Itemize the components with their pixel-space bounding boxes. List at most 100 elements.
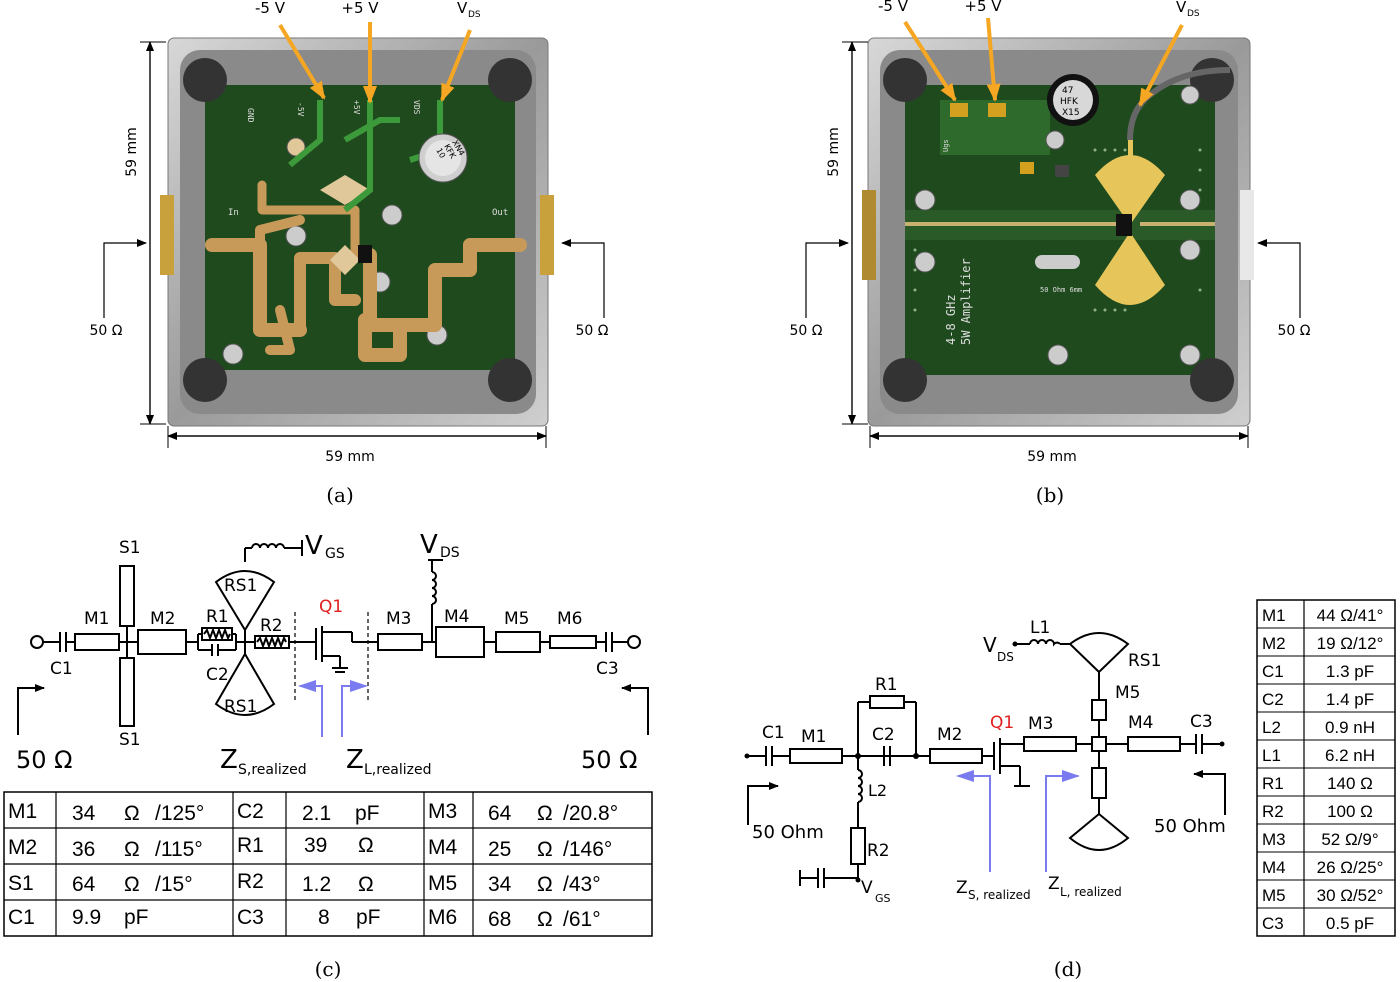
table-c-row: M2 36 Ω /115° R1 39 Ω M4 25 Ω /146° (8, 834, 612, 861)
line-m3-c (377, 633, 423, 651)
label-r2-d: R2 (867, 841, 890, 861)
arrow-m5v-a (278, 23, 326, 100)
svg-text:/61°: /61° (563, 908, 601, 931)
svg-text:M2: M2 (8, 836, 37, 859)
resistor-r1-d (869, 695, 905, 709)
label-m4-d: M4 (1128, 713, 1153, 733)
label-zs-z-d: Z (956, 878, 968, 898)
port-right-c: 50 Ω (581, 746, 638, 774)
arrow-vds-a (440, 29, 472, 102)
height-label-a: 59 mm (124, 127, 140, 177)
label-m2-d: M2 (937, 725, 962, 745)
label-l2-d: L2 (868, 781, 887, 800)
label-m4-c: M4 (444, 607, 469, 627)
table-d-cell: 52 Ω/9° (1321, 830, 1378, 849)
table-d-cell: 30 Ω/52° (1317, 886, 1384, 905)
svg-text:/115°: /115° (155, 838, 203, 861)
svg-text:Ω: Ω (537, 873, 553, 896)
svg-text:64: 64 (72, 873, 96, 896)
table-d-cell: 140 Ω (1327, 774, 1373, 793)
label-m5-c: M5 (504, 609, 529, 629)
line-m1-c (74, 633, 120, 651)
caption-c: (c) (315, 957, 342, 981)
table-d-cell: 100 Ω (1327, 802, 1373, 821)
electrolytic-cap-b: 47 HFK X15 (1047, 74, 1099, 126)
label-r1-c: R1 (206, 607, 229, 627)
label-rs1-bot-c: RS1 (224, 697, 257, 717)
table-d-cell: R1 (1262, 774, 1284, 793)
port-terminal-left-c (30, 635, 44, 649)
label-m5v-a: -5 V (255, 0, 286, 17)
inductor-l2-d (857, 769, 863, 803)
table-d-cell: 19 Ω/12° (1317, 634, 1384, 653)
svg-text:Ω: Ω (537, 838, 553, 861)
label-gs-d: GS (875, 892, 891, 905)
label-s1-top-c: S1 (119, 538, 141, 558)
resistor-r2-d (850, 827, 866, 865)
cap-marking-b2: HFK (1060, 97, 1079, 107)
stub-s1-top-c (119, 565, 135, 627)
pcb-label-in: In (228, 208, 239, 218)
board-ugs: Ugs (942, 139, 950, 152)
cap-marking-b3: X15 (1062, 108, 1080, 118)
inductor-vds-c (431, 571, 437, 605)
table-d-cell: M3 (1262, 830, 1286, 849)
traces-a (205, 180, 527, 362)
cap-marking-b1: 47 (1062, 86, 1073, 96)
panel-d-schematic: Q1 V DS L1 RS1 R1 (744, 599, 1396, 981)
port-left-c: 50 Ω (16, 746, 73, 774)
label-zs-sub-d: S, realized (968, 888, 1031, 902)
label-m1-d: M1 (801, 727, 826, 747)
label-ds-a: DS (468, 10, 481, 20)
line-m1-d (789, 748, 843, 764)
label-m2-c: M2 (150, 609, 175, 629)
label-r1-d: R1 (875, 675, 898, 695)
label-rs1-top-c: RS1 (224, 576, 257, 596)
label-m5-d: M5 (1115, 683, 1140, 703)
radial-stub-rs1-d (1068, 632, 1130, 674)
table-d-cell: L2 (1262, 718, 1281, 737)
table-c: M1 34 Ω /125° C2 2.1 pF M3 64 Ω /20.8° M… (3, 791, 653, 937)
label-zl-sub-d: L, realized (1060, 885, 1122, 899)
table-d-cell: 6.2 nH (1325, 746, 1375, 765)
panel-b: 47 HFK X15 4-8 GHz 5W Amplifier 50 Ohm 6… (790, 0, 1311, 507)
svg-text:1.2: 1.2 (302, 873, 331, 896)
port-right-d: 50 Ohm (1154, 816, 1226, 837)
line-stub-bot-d (1091, 767, 1107, 799)
port-right-a: 50 Ω (576, 323, 609, 339)
radial-stub-bot-b (1095, 232, 1165, 305)
table-d-cell: M5 (1262, 886, 1286, 905)
port-left-d: 50 Ohm (752, 822, 824, 843)
radial-stub-rs1-bot-c (214, 652, 276, 716)
line-m4-c (435, 626, 485, 658)
label-v-a: V (457, 0, 468, 17)
board-small: 50 Ohm 6mm (1040, 286, 1082, 294)
svg-text:Ω: Ω (358, 873, 374, 896)
port-terminal-right-c (627, 635, 641, 649)
table-d-cell: C1 (1262, 662, 1284, 681)
pcb-label-gnd: GND (246, 108, 255, 123)
label-ds-c: DS (440, 545, 460, 561)
label-m1-c: M1 (84, 609, 109, 629)
table-d-cell: 0.9 nH (1325, 718, 1375, 737)
label-c1-c: C1 (50, 659, 73, 679)
screw-icon (914, 85, 1201, 366)
board-text-1: 4-8 GHz (944, 294, 958, 345)
arrow-zl-c (341, 680, 368, 737)
svg-text:/20.8°: /20.8° (563, 802, 618, 825)
pcb-label-m5v: -5V (296, 102, 305, 117)
svg-text:34: 34 (488, 873, 512, 896)
label-v-d: V (983, 633, 997, 657)
label-m3-d: M3 (1028, 714, 1053, 734)
svg-text:Ω: Ω (358, 834, 374, 857)
label-q1-c: Q1 (319, 597, 343, 617)
label-r2-c: R2 (260, 616, 283, 636)
svg-text:25: 25 (488, 838, 511, 861)
svg-text:C1: C1 (8, 906, 35, 929)
transistor-q1-c (315, 626, 353, 673)
port-left-b: 50 Ω (790, 323, 823, 339)
port-left-a: 50 Ω (90, 323, 123, 339)
svg-text:Ω: Ω (124, 873, 140, 896)
label-p5v-b: +5 V (964, 0, 1002, 15)
label-s1-bot-c: S1 (119, 730, 141, 750)
